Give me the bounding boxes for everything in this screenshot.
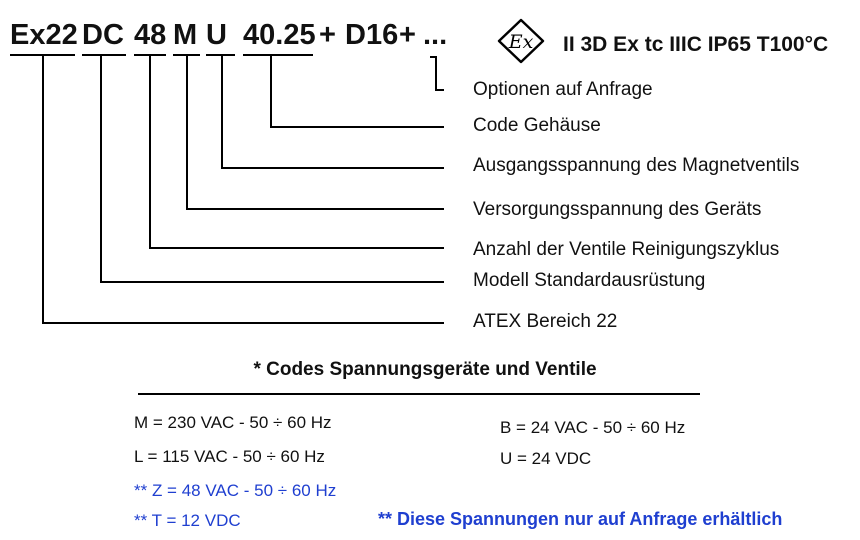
leader-valve-count <box>149 55 444 249</box>
atex-ex-icon: Ex <box>497 18 545 64</box>
voltage-t: ** T = 12 VDC <box>134 511 241 530</box>
voltage-b: B = 24 VAC - 50 ÷ 60 Hz <box>500 418 686 437</box>
voltage-codes-title: * Codes Spannungsgeräte und Ventile <box>253 359 597 380</box>
voltage-m: M = 230 VAC - 50 ÷ 60 Hz <box>134 413 332 432</box>
code-d16: D16 <box>345 19 399 51</box>
label-housing-code: Code Gehäuse <box>473 115 601 136</box>
code-48: 48 <box>134 19 167 51</box>
code-dots: ... <box>423 19 448 51</box>
label-valve-count: Anzahl der Ventile Reinigungszyklus <box>473 239 780 260</box>
label-model: Modell Standardausrüstung <box>473 270 706 291</box>
certification-text: II 3D Ex tc IIIC IP65 T100°C <box>563 33 829 56</box>
voltage-z: ** Z = 48 VAC - 50 ÷ 60 Hz <box>134 481 337 500</box>
label-options: Optionen auf Anfrage <box>473 79 653 100</box>
label-supply-voltage: Versorgungsspannung des Geräts <box>473 199 762 220</box>
code-housing: 40.25 <box>243 19 316 51</box>
code-dc: DC <box>82 19 124 51</box>
on-request-note: ** Diese Spannungen nur auf Anfrage erhä… <box>378 509 783 529</box>
leader-housing-code <box>270 55 444 128</box>
leader-model <box>100 55 444 283</box>
code-plus-2: + <box>399 19 416 51</box>
code-m: M <box>173 19 198 51</box>
label-output-voltage: Ausgangsspannung des Magnetventils <box>473 155 800 176</box>
leader-atex <box>42 55 444 324</box>
leader-output-voltage <box>221 55 444 169</box>
leader-options <box>430 56 444 91</box>
code-u: U <box>206 19 227 51</box>
atex-ex-symbol-text: Ex <box>508 31 534 53</box>
label-atex: ATEX Bereich 22 <box>473 311 618 332</box>
voltage-l: L = 115 VAC - 50 ÷ 60 Hz <box>134 447 325 466</box>
voltage-u: U = 24 VDC <box>500 449 592 468</box>
code-plus-1: + <box>319 19 336 51</box>
leader-supply-voltage <box>186 55 444 210</box>
code-ex22: Ex22 <box>10 19 78 51</box>
